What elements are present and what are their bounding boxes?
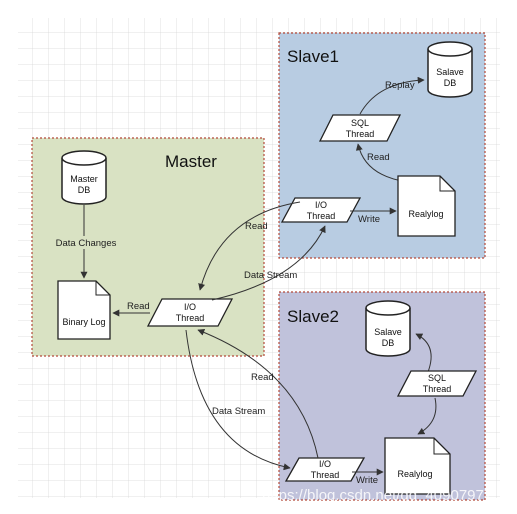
slave2-data-stream	[185, 329, 291, 471]
slave2-read-arrow	[417, 397, 437, 435]
slave1-sql-label-1: SQL	[351, 118, 369, 128]
slave2-title: Slave2	[287, 307, 339, 326]
slave2-db-label-2: DB	[382, 338, 395, 348]
slave1-read-label: Read	[367, 152, 390, 163]
slave1-replay-label: Replay	[385, 80, 415, 91]
slave2-read-link-label: Read	[251, 372, 274, 383]
slave1-data-stream	[211, 225, 326, 301]
slave2-data-stream-label: Data Stream	[212, 406, 265, 417]
slave1-db-label-1: Salave	[436, 67, 464, 77]
slave1-data-stream-label: Data Stream	[244, 270, 297, 281]
slave1-read-link-label: Read	[245, 221, 268, 232]
master-io-label-2: Thread	[176, 313, 205, 323]
master-db-label-1: Master	[70, 174, 98, 184]
slave2-db-cylinder: Salave DB	[365, 300, 411, 357]
slave2-db-label-1: Salave	[374, 327, 402, 337]
slave1-db-cylinder: Salave DB	[427, 41, 473, 98]
slave1-relaylog-document: Realylog	[397, 175, 456, 237]
slave2-replay-arrow	[415, 333, 432, 373]
slave1-relaylog-label: Realylog	[408, 209, 443, 219]
master-db-label-2: DB	[78, 185, 91, 195]
slave1-write-label: Write	[358, 214, 380, 225]
slave2-write-label: Write	[356, 475, 378, 486]
slave1-sql-label-2: Thread	[346, 129, 375, 139]
slave2-sql-label-2: Thread	[423, 384, 452, 394]
binary-log-label: Binary Log	[62, 317, 105, 327]
slave1-io-thread: I/O Thread	[280, 197, 362, 223]
slave1-read-link	[198, 201, 301, 291]
slave1-replay-arrow	[359, 76, 425, 115]
slave2-sql-label-1: SQL	[428, 373, 446, 383]
slave2-read-link	[197, 329, 319, 459]
master-io-thread: I/O Thread	[146, 298, 234, 327]
master-title: Master	[165, 152, 217, 171]
data-changes-label: Data Changes	[56, 238, 117, 249]
slave2-relaylog-document: Realylog	[384, 437, 451, 495]
watermark-text: https://blog.csdn.net/qq_40907977	[262, 487, 492, 504]
master-db-cylinder: Master DB	[61, 150, 107, 205]
binary-log-document: Binary Log	[57, 280, 111, 340]
slave2-io-label-2: Thread	[311, 470, 340, 480]
slave1-db-label-2: DB	[444, 78, 457, 88]
slave2-relaylog-label: Realylog	[397, 469, 432, 479]
slave1-sql-thread: SQL Thread	[318, 114, 402, 142]
master-io-label-1: I/O	[184, 302, 196, 312]
master-read-label: Read	[127, 301, 150, 312]
slave1-io-label-1: I/O	[315, 200, 327, 210]
slave2-io-label-1: I/O	[319, 459, 331, 469]
slave1-io-label-2: Thread	[307, 211, 336, 221]
slave2-sql-thread: SQL Thread	[396, 370, 478, 397]
slave2-io-thread: I/O Thread	[284, 457, 366, 482]
slave1-title: Slave1	[287, 47, 339, 66]
